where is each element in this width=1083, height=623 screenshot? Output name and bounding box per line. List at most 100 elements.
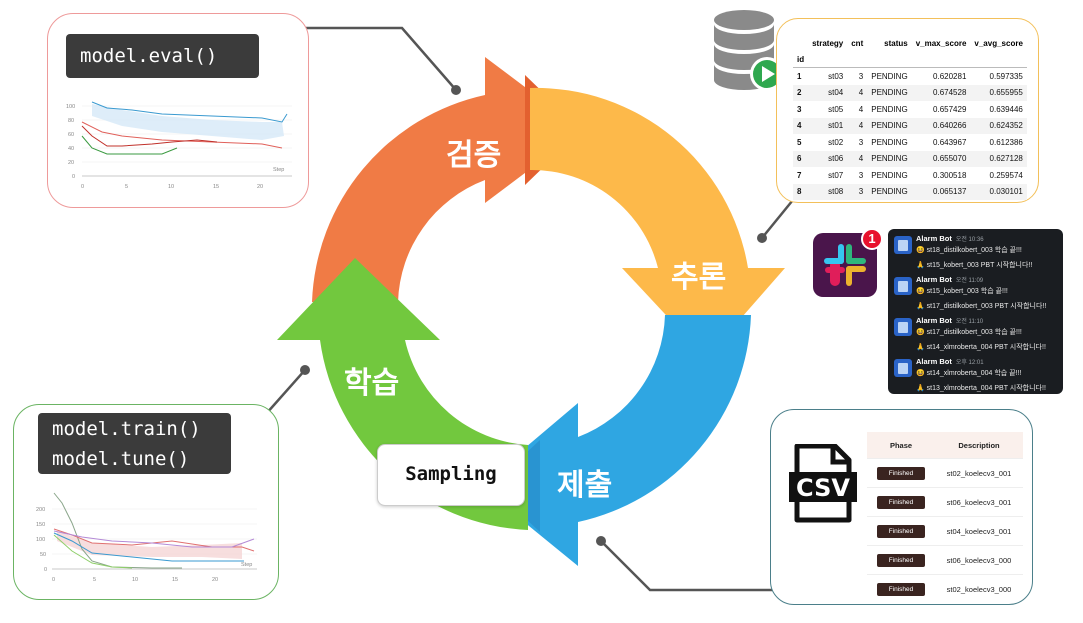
verify-label: 검증: [446, 138, 502, 173]
message-line: 🙏 st13_xlmroberta_004 PBT 시작합니다!!: [916, 385, 1046, 392]
message-line: 🙏 st14_xlmroberta_004 PBT 시작합니다!!: [916, 344, 1046, 351]
column-header: Description: [935, 432, 1023, 459]
column-header: v_avg_score: [974, 38, 1023, 48]
train-code-line: model.tune(): [52, 448, 190, 470]
bot-avatar-icon: [894, 318, 912, 336]
submission-table: Phase Description Finished st02_koelecv3…: [867, 432, 1023, 603]
train-code-line: model.train(): [52, 418, 201, 440]
train-x-tick: 0: [52, 577, 55, 583]
cycle-segment-verify: [312, 57, 582, 302]
sampling-label: Sampling: [405, 463, 497, 485]
message-sender: Alarm Bot: [916, 234, 952, 243]
results-panel: strategy cnt status v_max_score v_avg_sc…: [776, 18, 1039, 203]
train-y-tick: 100: [36, 537, 45, 543]
eval-panel: model.eval() 100 80 60 40 20 0 0 5 10 15…: [47, 13, 309, 208]
train-axis-note: Step: [241, 562, 252, 568]
description-cell: st02_koelecv3_001: [935, 458, 1023, 488]
database-play-icon: [714, 10, 784, 91]
message-time: 오전 10:36: [955, 237, 984, 243]
status-badge: Finished: [877, 582, 925, 596]
table-row: Finished st04_koelecv3_001: [867, 516, 1023, 546]
table-row: Finished st02_koelecv3_000: [867, 574, 1023, 603]
column-header: cnt: [851, 38, 864, 48]
eval-x-tick: 20: [257, 184, 263, 190]
train-y-tick: 200: [36, 507, 45, 513]
table-row: Finished st06_koelecv3_001: [867, 487, 1023, 517]
infer-label: 추론: [671, 260, 727, 295]
index-header: id: [797, 54, 805, 64]
submit-label: 제출: [557, 468, 613, 503]
eval-x-axis: 0 5 10 15 20 Step: [81, 167, 284, 190]
train-label: 학습: [344, 366, 400, 401]
eval-y-tick: 40: [68, 146, 74, 152]
cycle-segment-infer: [530, 87, 785, 359]
train-panel: model.train() model.tune() 200 150 100 5…: [13, 404, 279, 600]
description-cell: st04_koelecv3_001: [935, 516, 1023, 546]
train-code: model.train() model.tune(): [38, 413, 231, 474]
message-line: 😆 st14_xlmroberta_004 학습 끝!!!: [916, 370, 1022, 377]
sampling-box: Sampling: [377, 444, 525, 506]
results-table: strategy cnt status v_max_score v_avg_sc…: [793, 35, 1027, 200]
message-line: 🙏 st17_distilkobert_003 PBT 시작합니다!!: [916, 303, 1047, 310]
message-time: 오전 11:10: [955, 319, 984, 325]
notification-badge: 1: [861, 228, 883, 250]
eval-x-tick: 0: [81, 184, 84, 190]
train-y-tick: 0: [44, 567, 47, 573]
message-time: 오전 11:09: [955, 278, 984, 284]
train-y-tick: 50: [40, 552, 46, 558]
message-line: 😆 st17_distilkobert_003 학습 끝!!!: [916, 329, 1022, 336]
bot-avatar-icon: [894, 359, 912, 377]
column-header: Phase: [867, 432, 935, 459]
description-cell: st06_koelecv3_000: [935, 545, 1023, 575]
csv-label: CSV: [796, 474, 850, 502]
csv-file-icon: CSV: [789, 444, 857, 523]
description-cell: st06_koelecv3_001: [935, 487, 1023, 517]
train-x-tick: 5: [93, 577, 96, 583]
message-sender: Alarm Bot: [916, 275, 952, 284]
train-x-tick: 10: [132, 577, 138, 583]
train-x-tick: 15: [172, 577, 178, 583]
train-chart: 200 150 100 50 0 0 5 10 15 20 Step: [36, 492, 257, 583]
status-badge: Finished: [877, 466, 925, 480]
train-x-axis: 0 5 10 15 20 Step: [52, 562, 252, 583]
eval-x-tick: 10: [168, 184, 174, 190]
eval-x-tick: 15: [213, 184, 219, 190]
eval-code: model.eval(): [66, 34, 259, 78]
message-sender: Alarm Bot: [916, 357, 952, 366]
status-badge: Finished: [877, 553, 925, 567]
eval-chart: 100 80 60 40 20 0 0 5 10 15 20 Step: [66, 101, 292, 190]
connector-eval: [293, 26, 457, 91]
table-row: Finished st02_koelecv3_001: [867, 458, 1023, 488]
status-badge: Finished: [877, 495, 925, 509]
eval-y-axis: 100 80 60 40 20 0: [66, 104, 75, 180]
message-time: 오후 12:01: [955, 360, 984, 366]
column-header: status: [884, 38, 908, 48]
eval-y-tick: 100: [66, 104, 75, 110]
eval-axis-note: Step: [273, 167, 284, 173]
eval-y-tick: 0: [72, 174, 75, 180]
message-line: 🙏 st15_kobert_003 PBT 시작합니다!!: [916, 262, 1033, 269]
train-y-tick: 150: [36, 522, 45, 528]
message-line: 😆 st15_kobert_003 학습 끝!!!: [916, 288, 1008, 295]
cycle-segment-submit: [480, 315, 751, 566]
bot-avatar-icon: [894, 277, 912, 295]
table-row: Finished st06_koelecv3_000: [867, 545, 1023, 575]
connector-submit: [600, 540, 793, 592]
column-header: strategy: [812, 38, 844, 48]
eval-x-tick: 5: [125, 184, 128, 190]
message-sender: Alarm Bot: [916, 316, 952, 325]
description-cell: st02_koelecv3_000: [935, 574, 1023, 603]
